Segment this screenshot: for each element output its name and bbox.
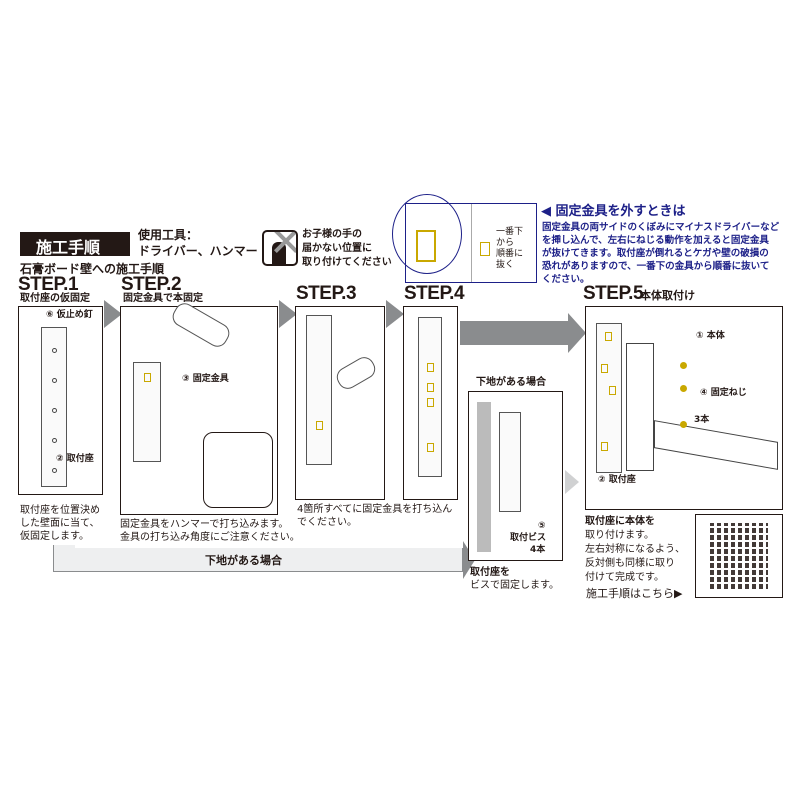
substrate-title: 下地がある場合 xyxy=(476,377,546,388)
step5-callout-body: ① 本体 xyxy=(696,331,725,341)
mounting-base xyxy=(41,327,67,487)
step5-panel xyxy=(585,306,783,510)
removal-title: ◀ 固定金具を外すときは xyxy=(541,204,686,219)
arrow-step4-5-head xyxy=(568,313,586,353)
removal-body-1: 固定金具の両サイドのくぼみにマイナスドライバーなど xyxy=(542,222,780,233)
detail-inset xyxy=(203,432,273,508)
child-warning-1: お子様の手の xyxy=(302,229,362,240)
removal-zoom-inset xyxy=(392,194,537,283)
substrate-band-label: 下地がある場合 xyxy=(205,554,282,567)
step5-callout-base: ② 取付座 xyxy=(598,475,636,485)
main-body-arm xyxy=(654,420,778,470)
step5-desc-2: 取り付けます。 xyxy=(585,530,654,541)
step1-desc-1: 取付座を位置決め xyxy=(20,505,100,516)
step5-callout-screw-count: 3本 xyxy=(694,415,710,425)
zoom-note-4: 抜く xyxy=(496,260,515,270)
step1-callout-base: ② 取付座 xyxy=(56,454,94,464)
substrate-desc-1: 取付座を xyxy=(470,567,510,578)
step5-callout-screw: ④ 固定ねじ xyxy=(700,388,747,398)
zoom-note-3: 順番に xyxy=(496,249,524,259)
arrow-step4-5 xyxy=(460,321,570,345)
tools-list: ドライバー、ハンマー xyxy=(138,244,258,258)
step5-desc-4: 反対側も同様に取り xyxy=(585,558,675,569)
subtitle: 石膏ボード壁への施工手順 xyxy=(20,262,165,276)
header-title-box xyxy=(20,232,130,256)
hammer-icon xyxy=(333,353,379,393)
step2-desc-2: 金具の打ち込み角度にご注意ください。 xyxy=(120,532,300,543)
substrate-callout-count: 4本 xyxy=(530,545,546,555)
step1-panel xyxy=(18,306,103,495)
substrate-callout-screw: 取付ビス xyxy=(510,533,547,543)
tools-label: 使用工具： xyxy=(138,228,199,242)
step5-desc-5: 付けて完成です。 xyxy=(585,572,664,583)
removal-body-2: を挿し込んで、左右にねじる動作を加えると固定金具 xyxy=(542,235,769,246)
step1-title: 取付座の仮固定 xyxy=(20,293,90,304)
substrate-panel xyxy=(468,391,563,561)
child-warning-icon xyxy=(262,230,298,266)
step1-label: STEP.1 xyxy=(18,274,79,295)
step1-callout-nail: ⑥ 仮止め釘 xyxy=(46,310,93,320)
child-warning-3: 取り付けてください xyxy=(302,257,392,268)
main-body-upright xyxy=(626,343,654,471)
header-title: 施工手順 xyxy=(36,238,101,257)
zoom-note-1: 一番下 xyxy=(496,227,524,237)
substrate-band-top xyxy=(53,545,75,549)
child-warning-2: 届かない位置に xyxy=(302,243,372,254)
substrate-callout-num: ⑤ xyxy=(538,521,546,531)
step5-desc-1: 取付座に本体を xyxy=(585,516,655,527)
qr-label[interactable]: 施工手順はこちら▶ xyxy=(586,587,683,600)
step4-label: STEP.4 xyxy=(404,283,465,304)
step2-callout-bracket: ③ 固定金具 xyxy=(182,374,229,384)
removal-body-5: ください。 xyxy=(542,274,590,285)
arrow-step3-4 xyxy=(386,300,404,328)
removal-body-4: 恐れがありますので、一番下の金具から順番に抜いて xyxy=(542,261,770,272)
step3-desc-1: 4箇所すべてに固定金具を打ち込ん xyxy=(297,504,453,515)
removal-body-3: が抜けてきます。取付座が倒れるとケガや壁の破損の xyxy=(542,248,769,259)
hammer-icon xyxy=(169,299,233,351)
step1-desc-2: した壁面に当て、 xyxy=(20,518,100,529)
step5-title: 本体取付け xyxy=(640,289,695,302)
step5-label: STEP.5 xyxy=(583,283,644,304)
arrow-substrate-step5 xyxy=(565,470,579,494)
step2-label: STEP.2 xyxy=(121,274,182,295)
step2-panel xyxy=(120,299,278,515)
substrate-desc-2: ビスで固定します。 xyxy=(470,580,559,591)
step4-panel xyxy=(403,306,458,500)
step2-desc-1: 固定金具をハンマーで打ち込みます。 xyxy=(120,519,289,530)
step1-desc-3: 仮固定します。 xyxy=(20,531,89,542)
substrate-band xyxy=(53,548,463,572)
qr-code[interactable] xyxy=(695,514,783,598)
step2-title: 固定金具で本固定 xyxy=(123,293,203,304)
zoom-note-2: から xyxy=(496,238,515,248)
step5-desc-3: 左右対称になるよう、 xyxy=(585,544,685,555)
step3-desc-2: でください。 xyxy=(297,517,357,528)
arrow-step2-3 xyxy=(279,300,297,328)
arrow-step1-2 xyxy=(104,300,122,328)
step3-label: STEP.3 xyxy=(296,283,357,304)
step3-panel xyxy=(295,306,385,500)
